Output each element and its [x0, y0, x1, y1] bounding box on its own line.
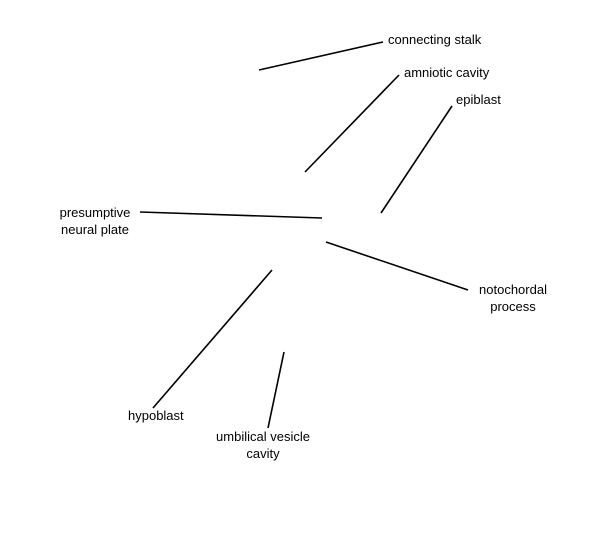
- label-connecting-stalk: connecting stalk: [388, 32, 482, 47]
- label-presumptive-neural-plate: presumptive neural plate: [50, 204, 140, 238]
- label-epiblast: epiblast: [456, 92, 501, 107]
- label-presumptive-neural-plate-line2: neural plate: [61, 222, 129, 237]
- label-amniotic-cavity: amniotic cavity: [404, 65, 490, 80]
- label-umbilical-vesicle-cavity-line2: cavity: [246, 446, 280, 461]
- label-hypoblast: hypoblast: [128, 408, 184, 423]
- leader-line-connecting-stalk: [258, 41, 384, 71]
- label-notochordal-process-line2: process: [490, 299, 536, 314]
- label-notochordal-process-line1: notochordal: [479, 282, 547, 297]
- leader-line-hypoblast: [152, 269, 273, 409]
- label-umbilical-vesicle-cavity-line1: umbilical vesicle: [216, 429, 310, 444]
- leader-line-notochordal-process: [325, 241, 469, 291]
- leader-line-epiblast: [380, 105, 453, 214]
- leader-line-presumptive-neural-plate: [139, 211, 323, 219]
- label-notochordal-process: notochordal process: [468, 281, 558, 315]
- label-presumptive-neural-plate-line1: presumptive: [59, 205, 131, 220]
- leader-line-amniotic-cavity: [304, 74, 400, 173]
- leader-line-umbilical-vesicle-cavity: [267, 351, 285, 429]
- label-umbilical-vesicle-cavity: umbilical vesicle cavity: [203, 428, 323, 462]
